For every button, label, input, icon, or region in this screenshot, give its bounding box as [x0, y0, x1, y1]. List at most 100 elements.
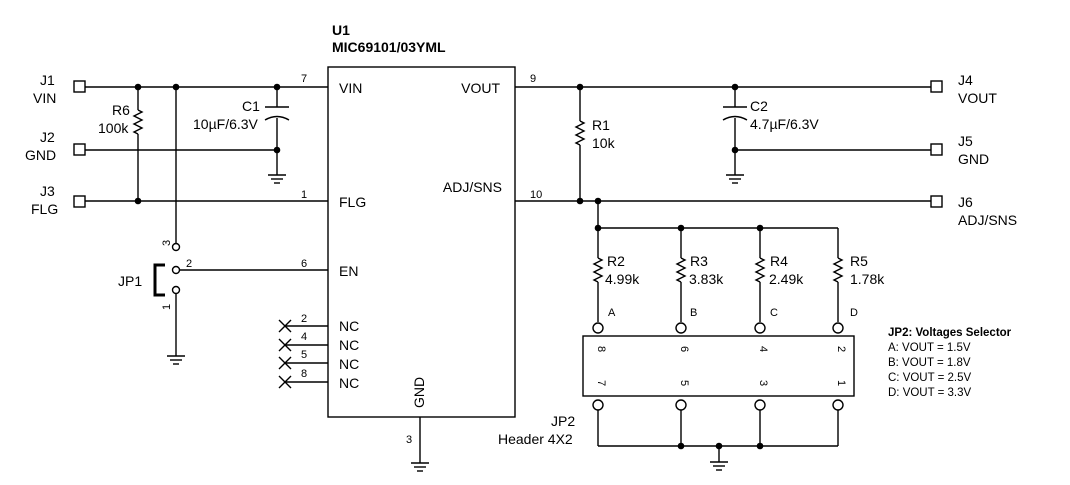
resistor-r1: R1 10k [574, 117, 616, 151]
header-pin-number: 1 [835, 380, 847, 386]
connector-net: VIN [33, 90, 56, 106]
connector-net: FLG [31, 201, 58, 217]
ground-symbols [167, 174, 744, 472]
capacitor-value: 10µF/6.3V [193, 116, 259, 132]
connector-ref: J6 [958, 194, 973, 210]
legend-item: B: VOUT = 1.8V [888, 357, 971, 369]
ic-u1: U1 MIC69101/03YML VIN FLG EN NC NC NC NC… [301, 22, 542, 446]
jumper-jp1: JP1 3 2 1 [118, 240, 192, 310]
connector-net: GND [25, 147, 56, 163]
header-pin-number: 4 [757, 346, 769, 352]
pin-nc-label: NC [339, 337, 359, 353]
capacitor-plate [264, 115, 290, 121]
resistor-r3: R3 3.83k [675, 253, 724, 287]
connector-ref: J1 [40, 72, 55, 88]
connector-net: ADJ/SNS [958, 212, 1017, 228]
junction-dot [731, 146, 739, 154]
ground-icon [268, 174, 286, 184]
connector-ref: J3 [40, 183, 55, 199]
header-pin [675, 399, 687, 411]
resistor-ref: R2 [607, 253, 625, 269]
capacitor-c2: C2 4.7µF/6.3V [722, 98, 819, 132]
resistor-symbol [592, 257, 604, 283]
position-label: A [608, 307, 616, 319]
resistor-ref: R6 [112, 102, 130, 118]
header-pin [832, 399, 844, 411]
connector-ref: J4 [958, 72, 973, 88]
pin-nc-label: NC [339, 356, 359, 372]
junction-dot [273, 146, 281, 154]
resistor-symbol [574, 120, 586, 146]
connector-j1: J1 VIN [33, 72, 86, 106]
connector-j3: J3 FLG [31, 183, 86, 217]
legend-item: D: VOUT = 3.3V [888, 387, 972, 399]
jumper-pin-number: 1 [161, 304, 173, 310]
jumper-shunt [153, 263, 165, 297]
pin-gnd-label: GND [411, 377, 427, 408]
connector-ref: J2 [40, 129, 55, 145]
header-pin [675, 322, 687, 334]
ic-body [327, 66, 516, 418]
pin-number: 9 [530, 73, 536, 85]
capacitor-plate [722, 115, 748, 121]
junction-dot [273, 83, 281, 91]
junction-dot [677, 442, 685, 450]
resistor-ref: R4 [770, 253, 788, 269]
legend-item: A: VOUT = 1.5V [888, 342, 971, 354]
pin-en-label: EN [339, 263, 358, 279]
resistor-value: 100k [98, 120, 129, 136]
connector-pad [73, 80, 86, 93]
junction-dot [134, 83, 142, 91]
junction-dot [756, 442, 764, 450]
resistor-value: 10k [592, 135, 616, 151]
resistor-r6: R6 100k [98, 102, 144, 136]
pin-number: 10 [530, 189, 542, 201]
junction-dot [715, 442, 723, 450]
legend-title: JP2: Voltages Selector [888, 327, 1012, 339]
junction-dot [731, 83, 739, 91]
resistor-ref: R3 [690, 253, 708, 269]
jumper-pin [171, 285, 181, 295]
wires-left [85, 86, 421, 463]
pin-vin-label: VIN [339, 80, 362, 96]
pin-number: 6 [301, 258, 307, 270]
resistor-symbol [832, 257, 844, 283]
pin-adj-label: ADJ/SNS [443, 179, 502, 195]
header-pin [592, 322, 604, 334]
header-pin [592, 399, 604, 411]
position-label: C [770, 307, 778, 319]
connector-pad [73, 195, 86, 208]
header-ref: JP2 [551, 413, 575, 429]
junction-dot [756, 224, 764, 232]
pin-vout-label: VOUT [461, 80, 500, 96]
resistor-symbol [675, 257, 687, 283]
connector-j6: J6 ADJ/SNS [930, 194, 1017, 228]
connector-pad [73, 143, 86, 156]
header-pin [832, 322, 844, 334]
header-pin-number: 5 [678, 380, 690, 386]
header-pin-number: 7 [595, 380, 607, 386]
connector-net: VOUT [958, 90, 997, 106]
pin-number: 3 [406, 434, 412, 446]
header-pin [754, 322, 766, 334]
junction-dot [677, 224, 685, 232]
capacitor-c1: C1 10µF/6.3V [193, 98, 290, 132]
resistor-r2: R2 4.99k [592, 253, 640, 287]
position-label: D [850, 307, 858, 319]
capacitor-value: 4.7µF/6.3V [750, 116, 819, 132]
junction-dot [594, 197, 602, 205]
junction-dot [576, 83, 584, 91]
header-pin-number: 3 [757, 380, 769, 386]
connector-j4: J4 VOUT [930, 72, 997, 106]
ground-icon [726, 174, 744, 184]
pin-nc-label: NC [339, 375, 359, 391]
junction-dot [172, 83, 180, 91]
pin-number: 8 [301, 368, 307, 380]
resistor-value: 2.49k [769, 271, 804, 287]
resistor-r5: R5 1.78k [832, 253, 885, 287]
connector-j5: J5 GND [930, 133, 989, 167]
pin-nc-label: NC [339, 318, 359, 334]
jumper-ref: JP1 [118, 273, 142, 289]
connector-j2: J2 GND [25, 129, 86, 163]
